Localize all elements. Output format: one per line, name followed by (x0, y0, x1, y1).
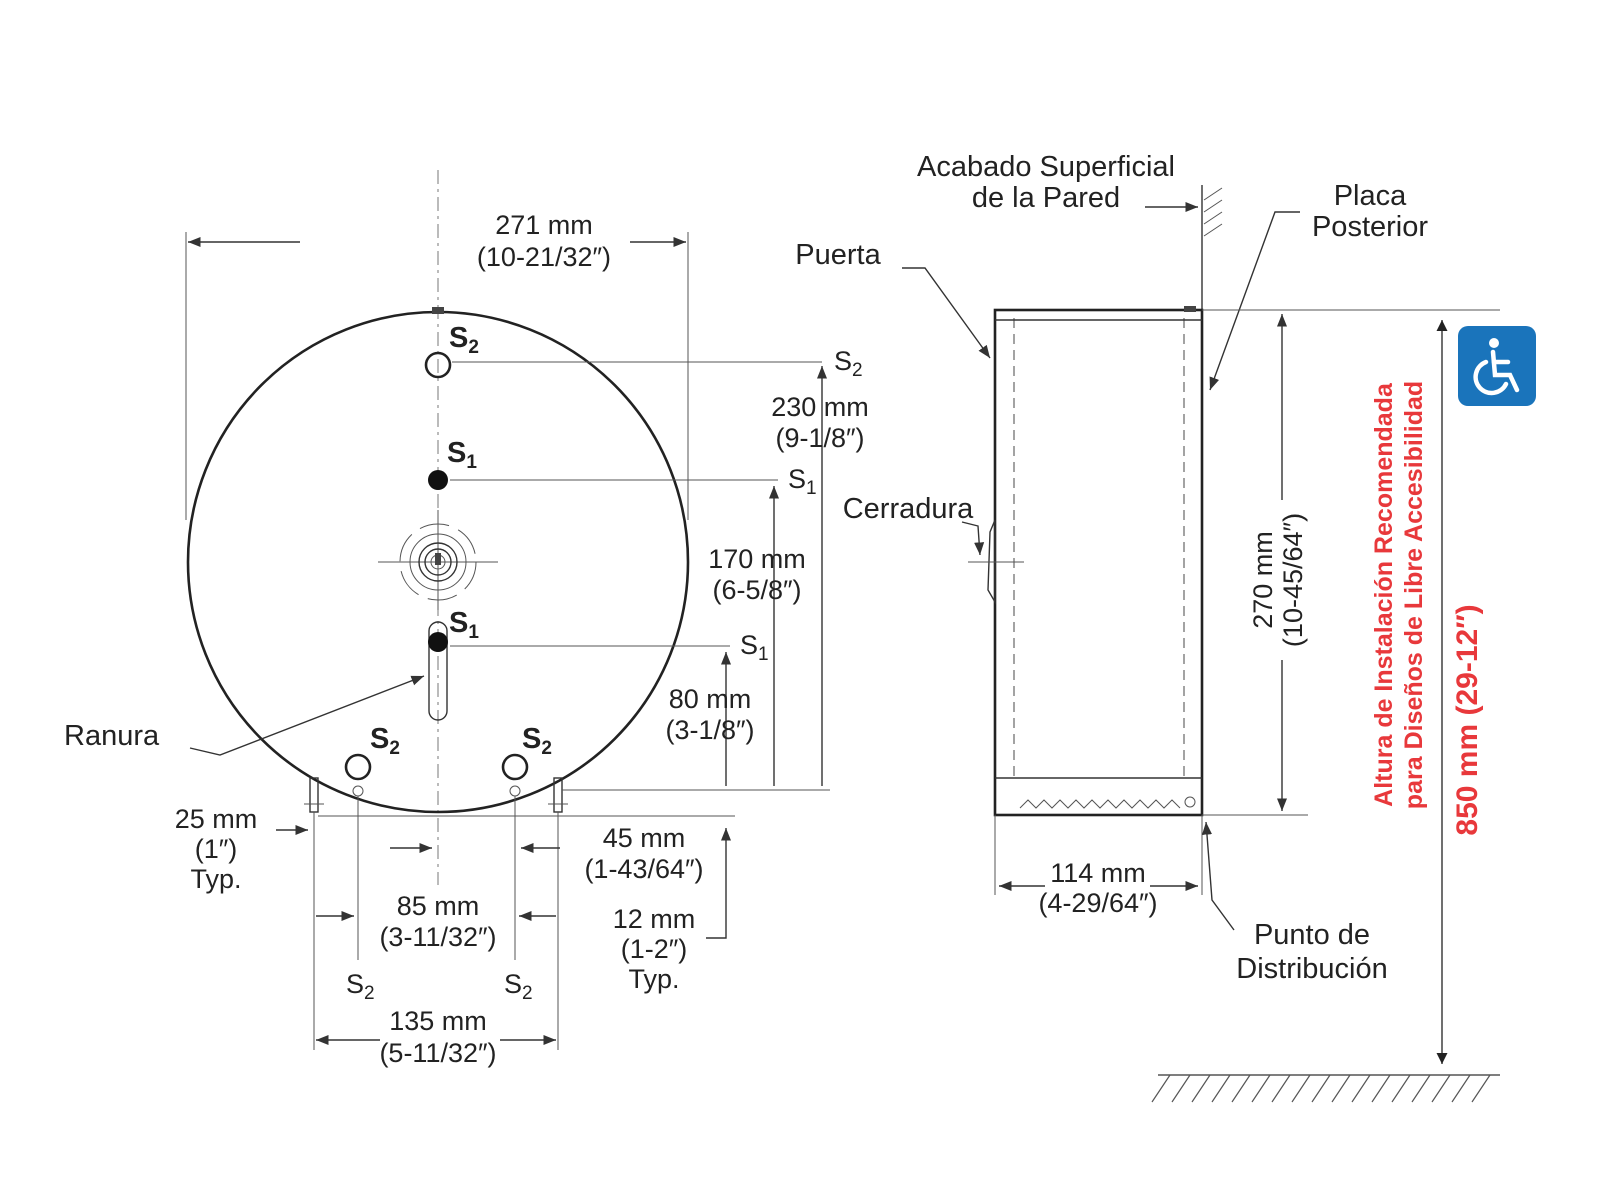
hole-label-s1-lower: S1 (449, 607, 479, 643)
hole-label-s2-left: S2 (370, 723, 400, 759)
dim-80-mm: 80 mm (669, 684, 752, 714)
dim-25-in: (1″) (195, 834, 238, 864)
back-plate-label-line1: Placa (1334, 180, 1407, 212)
slot-label: Ranura (64, 720, 160, 752)
callout-s1-upper-right: S1 (788, 464, 817, 499)
mounting-note-line1: Altura de Instalación Recomendada (1370, 382, 1398, 807)
lock-label: Cerradura (843, 493, 974, 525)
door-leader (902, 267, 991, 359)
hole-label-s2-right: S2 (522, 723, 552, 759)
dim-114-in: (4-29/64″) (1038, 888, 1157, 918)
dim-80-in: (3-1/8″) (665, 715, 754, 745)
dim-135-in: (5-11/32″) (379, 1038, 496, 1068)
dim-114-mm: 114 mm (1050, 858, 1146, 888)
callout-s1-lower-right: S1 (740, 630, 769, 665)
dim-135-mm: 135 mm (389, 1006, 487, 1036)
accessibility-badge (1458, 326, 1536, 406)
slot (428, 621, 448, 721)
back-plate-leader (1209, 211, 1300, 391)
dim-12-leader (706, 828, 732, 939)
dim-12-mm: 12 mm (613, 904, 696, 934)
dim-85-in: (3-11/32″) (379, 922, 496, 952)
wall-label-line2: de la Pared (972, 182, 1120, 214)
mounting-hole-s1-lower (428, 632, 448, 652)
callout-s2-right: S2 (834, 346, 863, 381)
mounting-hole-s2-top (424, 351, 452, 379)
mounting-hole-s2-left (344, 753, 372, 781)
dispense-leader (1201, 821, 1235, 931)
width-dimension-mm: 271 mm (495, 210, 593, 240)
lock-leader (961, 521, 985, 556)
tear-edge (1019, 799, 1181, 809)
mounting-height: 850 mm (29-12″) Altura de Instalación Re… (1151, 320, 1536, 1103)
hole-label-s1-upper: S1 (447, 437, 477, 473)
dim-170-in: (6-5/8″) (712, 575, 801, 605)
dim-12-in: (1-2″) (621, 934, 688, 964)
mounting-note-line2: para Diseños de Libre Accesibilidad (1400, 381, 1428, 809)
dim-85-mm: 85 mm (397, 891, 480, 921)
dim-45-mm: 45 mm (603, 823, 686, 853)
mounting-hole-s2-right (501, 753, 529, 781)
dispenser-side-body (993, 308, 1204, 817)
dim-45-in: (1-43/64″) (584, 854, 703, 884)
callout-s2-bottom-right: S2 (504, 969, 533, 1004)
dim-270-mm: 270 mm (1248, 531, 1278, 629)
dim-230-mm: 230 mm (771, 392, 869, 422)
door-label: Puerta (795, 239, 881, 271)
lock-cylinder (378, 510, 498, 610)
dim-12-note: Typ. (628, 964, 679, 994)
foot-left (309, 777, 319, 813)
mounting-hole-s1-upper (428, 470, 448, 490)
top-tab (432, 307, 444, 314)
wheelchair-accessibility-icon (1473, 338, 1520, 396)
callout-s2-bottom-left: S2 (346, 969, 375, 1004)
dispense-label-line1: Punto de (1254, 919, 1370, 951)
dim-230-in: (9-1/8″) (775, 423, 864, 453)
width-dimension-in: (10-21/32″) (477, 242, 611, 272)
slot-leader (189, 675, 425, 756)
dim-170-mm: 170 mm (708, 544, 806, 574)
wall-hatch (1203, 187, 1223, 237)
dim-270-in: (10-45/64″) (1278, 513, 1308, 647)
mounting-height-value: 850 mm (29-12″) (1451, 604, 1484, 835)
back-plate-label-line2: Posterior (1312, 211, 1428, 243)
dim-25-note: Typ. (190, 864, 241, 894)
side-view: Acabado Superficial de la Pared Placa Po… (795, 151, 1500, 985)
side-lock (987, 519, 996, 605)
dispense-label-line2: Distribución (1236, 953, 1388, 985)
wall-label-line1: Acabado Superficial (917, 151, 1175, 183)
front-view: 271 mm (10-21/32″) S2 S2 S1 S1 S1 (64, 170, 869, 1068)
dim-25-mm: 25 mm (175, 804, 258, 834)
floor-hatch-marks (1151, 1074, 1491, 1103)
hole-label-s2-top: S2 (449, 322, 479, 358)
